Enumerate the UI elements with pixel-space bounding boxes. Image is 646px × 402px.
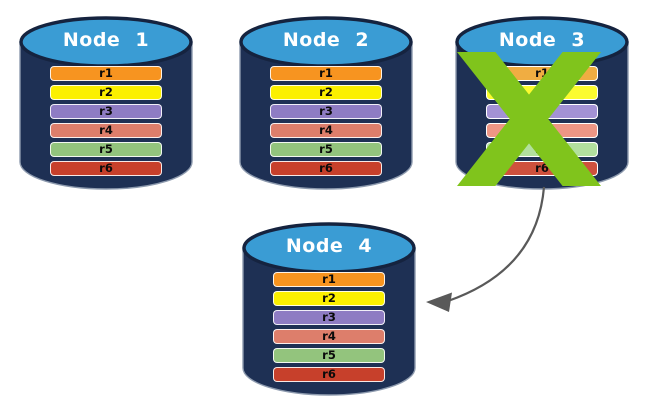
- replica-row: r6: [50, 161, 162, 176]
- failure-x-icon: [457, 52, 601, 186]
- node-title: Node 4: [285, 235, 373, 257]
- replica-row: r2: [270, 85, 382, 100]
- arrowhead-icon: [426, 292, 452, 312]
- row-label: r1: [99, 65, 113, 80]
- row-label: r5: [319, 141, 333, 156]
- replica-row: r1: [50, 66, 162, 81]
- replica-row: r2: [273, 291, 385, 306]
- row-label: r1: [319, 65, 333, 80]
- replica-row: r6: [273, 367, 385, 382]
- row-label: r4: [322, 328, 336, 343]
- row-label: r3: [322, 309, 336, 324]
- row-label: r5: [99, 141, 113, 156]
- row-label: r2: [322, 290, 336, 305]
- node-title: Node 1: [62, 29, 150, 51]
- row-label: r2: [99, 84, 113, 99]
- row-label: r4: [99, 122, 113, 137]
- replica-row: r3: [273, 310, 385, 325]
- replica-row: r3: [50, 104, 162, 119]
- row-label: r5: [322, 347, 336, 362]
- replica-row: r5: [270, 142, 382, 157]
- row-label: r3: [319, 103, 333, 118]
- node-title: Node 2: [282, 29, 370, 51]
- row-label: r6: [322, 366, 336, 381]
- row-label: r1: [322, 271, 336, 286]
- replica-row: r1: [273, 272, 385, 287]
- row-label: r6: [99, 160, 113, 175]
- replica-rows: r1 r2 r3 r4 r5 r6: [273, 272, 385, 382]
- row-label: r6: [535, 160, 549, 175]
- replica-row: r6: [270, 161, 382, 176]
- arrow-curve: [447, 186, 546, 303]
- db-node: Node 2 r1 r2 r3 r4 r5 r6: [238, 8, 414, 192]
- replica-rows: r1 r2 r3 r4 r5 r6: [50, 66, 162, 176]
- db-node: Node 4 r1 r2 r3 r4 r5 r6: [241, 214, 417, 398]
- replica-row: r3: [270, 104, 382, 119]
- replica-row: r5: [273, 348, 385, 363]
- replica-row: r1: [270, 66, 382, 81]
- row-label: r2: [319, 84, 333, 99]
- x-cross-shape: [457, 52, 601, 186]
- replica-row: r4: [270, 123, 382, 138]
- row-label: r3: [99, 103, 113, 118]
- replica-row: r2: [50, 85, 162, 100]
- db-node: Node 1 r1 r2 r3 r4 r5 r6: [18, 8, 194, 192]
- replica-row: r4: [50, 123, 162, 138]
- row-label: r4: [319, 122, 333, 137]
- node-title: Node 3: [498, 29, 586, 51]
- row-label: r6: [319, 160, 333, 175]
- replica-row: r4: [273, 329, 385, 344]
- row-label: r1: [535, 65, 549, 80]
- replica-row: r5: [50, 142, 162, 157]
- replica-rows: r1 r2 r3 r4 r5 r6: [270, 66, 382, 176]
